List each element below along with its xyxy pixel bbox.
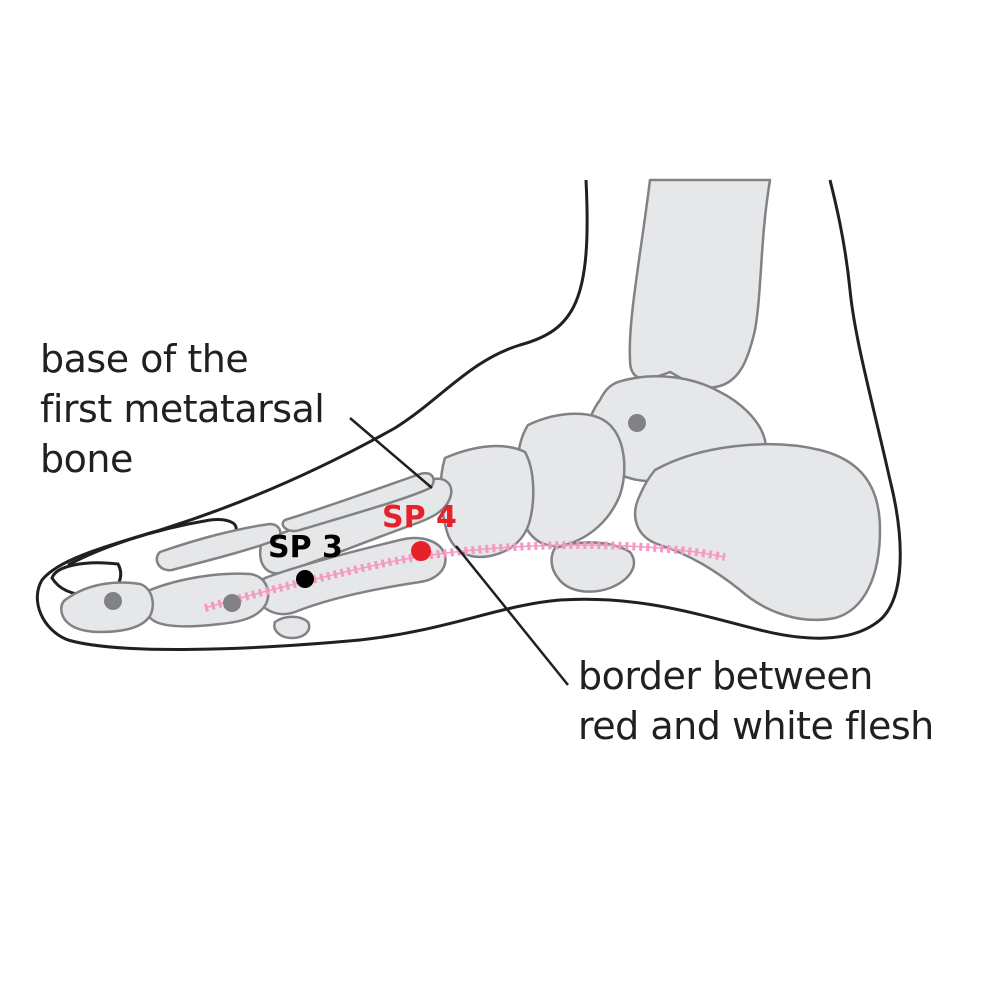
label-base-line2: first metatarsal — [40, 387, 325, 431]
toe-line — [67, 518, 238, 567]
label-border-line2: red and white flesh — [578, 704, 934, 748]
sp4-point — [411, 541, 431, 561]
leader-flesh-border — [455, 545, 569, 686]
sp3-point — [296, 570, 314, 588]
sp3-label: SP 3 — [268, 530, 343, 565]
marker-ankle — [628, 414, 646, 432]
flesh-border-line-inner — [204, 544, 726, 609]
marker-toe-tip — [104, 592, 122, 610]
sp4-label: SP 4 — [382, 500, 457, 535]
label-base-line1: base of the — [40, 337, 249, 381]
label-border-line1: border between — [578, 654, 873, 698]
foot-bones — [60, 178, 882, 640]
foot-outline — [35, 179, 902, 651]
leader-base-metatarsal — [349, 417, 433, 489]
label-base-line3: bone — [40, 437, 133, 481]
marker-phalanx — [223, 594, 241, 612]
